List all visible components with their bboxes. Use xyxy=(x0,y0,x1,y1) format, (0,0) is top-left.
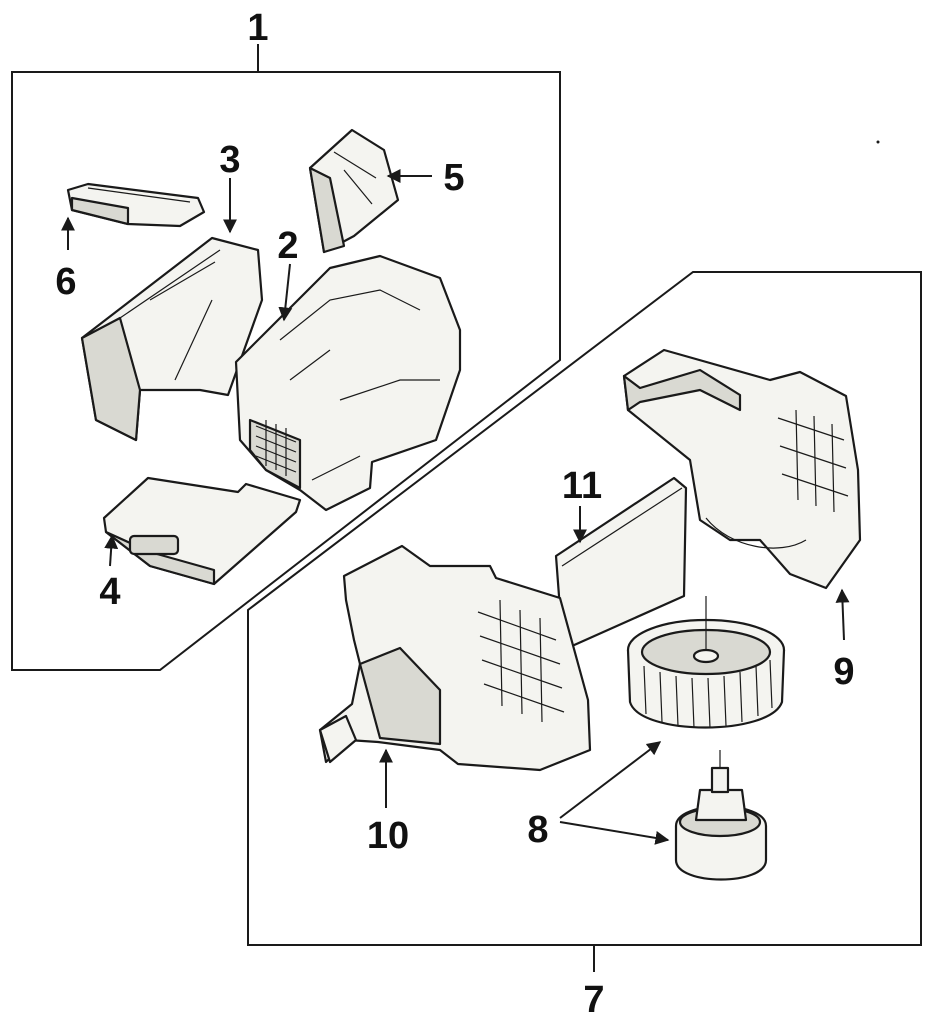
callout-6: 6 xyxy=(55,261,76,303)
callout-11: 11 xyxy=(562,465,602,507)
callout-5: 5 xyxy=(443,157,464,199)
callout-2: 2 xyxy=(277,225,298,267)
part-10-grid xyxy=(477,599,565,723)
part-2-main-case xyxy=(234,254,462,512)
assembly-1-frame xyxy=(11,44,561,671)
part-9-blower-case xyxy=(622,348,862,590)
part-8-blower-wheel xyxy=(626,596,786,729)
part-3-case-half xyxy=(80,236,264,442)
part-6-cap xyxy=(66,182,206,228)
callout-4: 4 xyxy=(99,571,120,613)
assembly-7-frame xyxy=(247,271,922,972)
callout-1: 1 xyxy=(247,7,268,49)
stray-dot xyxy=(876,140,880,144)
callout-7: 7 xyxy=(583,979,604,1021)
part-10-lower-case xyxy=(318,544,592,772)
part-5-filter xyxy=(308,128,400,254)
callout-8: 8 xyxy=(527,809,548,851)
part-9-grid xyxy=(777,409,849,513)
callout-10: 10 xyxy=(367,815,409,857)
leader-lines xyxy=(61,169,850,845)
callout-9: 9 xyxy=(833,651,854,693)
part-8-blower-motor xyxy=(674,750,768,881)
part-4-tray xyxy=(102,476,302,586)
evaporator-grid xyxy=(255,420,297,476)
callout-3: 3 xyxy=(219,139,240,181)
